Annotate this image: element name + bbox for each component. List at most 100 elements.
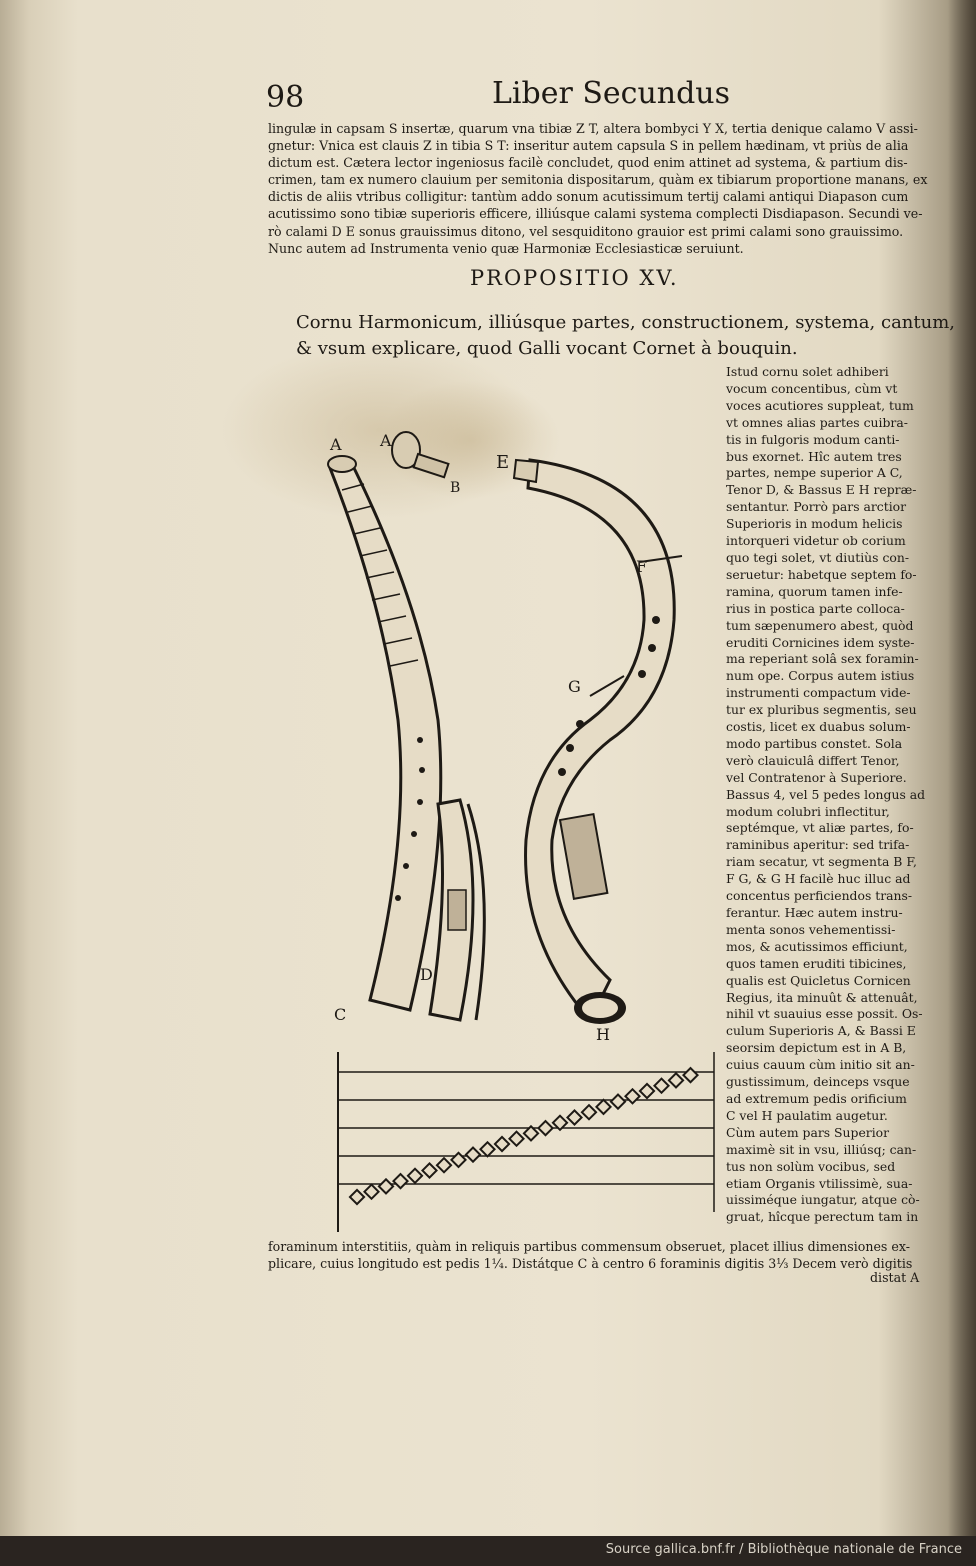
text-line: foraminum interstitiis, quàm in reliquis…	[268, 1239, 910, 1254]
cornett-bass	[524, 458, 676, 1023]
text-line: nihil vt suauius esse possit. Os-	[726, 1006, 923, 1022]
mouthpiece-ab	[391, 431, 421, 469]
label-g: G	[568, 677, 581, 696]
text-line: F G, & G H facilè huc illuc ad	[726, 871, 911, 887]
staff-note	[566, 1109, 583, 1126]
text-line: tum sæpenumero abest, quòd	[726, 617, 914, 633]
staff-note	[392, 1172, 409, 1190]
page-number: 98	[266, 80, 305, 115]
cornett-illustration: A C A B D E F G H	[327, 431, 683, 1040]
text-line: Tenor D, & Bassus E H repræ-	[726, 482, 917, 498]
text-line: modo partibus constet. Sola	[726, 735, 903, 751]
text-line: gustissimum, deinceps vsque	[726, 1074, 910, 1090]
text-line: Istud cornu solet adhiberi	[726, 364, 889, 379]
text-line: tis in fulgoris modum canti-	[726, 431, 900, 447]
staff-note	[522, 1124, 540, 1142]
top-paragraph: lingulæ in capsam S insertæ, quarum vna …	[268, 120, 928, 257]
text-line: ma reperiant solâ sex foramin-	[726, 651, 919, 667]
staff-note	[508, 1130, 525, 1148]
text-line: Bassus 4, vel 5 pedes longus ad	[726, 786, 926, 802]
text-line: seruetur: habetque septem fo-	[726, 566, 917, 582]
cornett-superior	[328, 458, 443, 1012]
bottom-text: foraminum interstitiis, quàm in reliquis…	[268, 1238, 924, 1272]
text-line: riam secatur, vt segmenta B F,	[726, 854, 917, 870]
text-line: gruat, hîcque perectum tam in	[726, 1209, 919, 1225]
text-line: & vsum explicare, quod Galli vocant Corn…	[296, 338, 798, 359]
text-line: tus non solùm vocibus, sed	[726, 1158, 896, 1174]
label-e: E	[496, 452, 509, 473]
text-line: bus exornet. Hîc autem tres	[726, 448, 902, 464]
text-line: voces acutiores suppleat, tum	[726, 397, 914, 413]
text-line: dictis de aliis vtribus colligitur: tant…	[268, 189, 909, 205]
staff-note	[580, 1103, 598, 1121]
running-head: Liber Secundus	[492, 76, 731, 111]
staff-note	[363, 1183, 380, 1201]
label-b-mouth: B	[450, 480, 460, 496]
text-line: verò clauiculâ differt Tenor,	[726, 752, 900, 768]
catchword: distat A	[870, 1270, 920, 1285]
text-line: septémque, vt aliæ partes, fo-	[726, 820, 914, 836]
text-line: Cornu Harmonicum, illiúsque partes, cons…	[296, 312, 956, 333]
staff-note	[464, 1146, 482, 1164]
label-d: D	[420, 965, 433, 984]
staff-note	[450, 1151, 467, 1169]
text-line: intorqueri videtur ob corium	[726, 533, 906, 549]
text-line: Regius, ita minuût & attenuât,	[726, 989, 918, 1005]
staff-note	[667, 1071, 685, 1089]
staff-note	[638, 1082, 656, 1100]
text-line: raminibus aperitur: sed trifa-	[726, 837, 910, 853]
staff-note	[348, 1188, 366, 1206]
page-gutter-shadow	[948, 0, 976, 1536]
staff-note	[537, 1119, 554, 1137]
text-line: vel Contratenor à Superiore.	[726, 769, 907, 785]
text-line: ad extremum pedis orificium	[726, 1090, 907, 1106]
staff-note	[435, 1156, 453, 1174]
staff-note	[653, 1077, 670, 1095]
water-stain	[220, 340, 540, 520]
staff-note	[377, 1177, 395, 1195]
staff-note	[624, 1087, 641, 1105]
text-line: eruditi Cornicines idem syste-	[726, 634, 915, 650]
text-line: lingulæ in capsam S insertæ, quarum vna …	[268, 121, 918, 136]
text-line: qualis est Quicletus Cornicen	[726, 972, 911, 988]
text-line: uissiméque iungatur, atque cò-	[726, 1192, 920, 1208]
text-line: ramina, quorum tamen infe-	[726, 583, 903, 599]
text-line: instrumenti compactum vide-	[726, 685, 911, 701]
label-f: F	[636, 557, 647, 576]
label-c: C	[334, 1005, 346, 1024]
label-a-left: A	[329, 435, 342, 454]
proposition-title: PROPOSITIO XV.	[470, 266, 679, 290]
text-line: partes, nempe superior A C,	[726, 465, 903, 481]
text-line: mos, & acutissimos efficiunt,	[726, 938, 908, 954]
staff-note	[609, 1093, 627, 1111]
text-line: dictum est. Cætera lector ingeniosus fac…	[268, 155, 908, 171]
text-line: culum Superioris A, & Bassi E	[726, 1023, 916, 1039]
text-line: num ope. Corpus autem istius	[726, 668, 915, 684]
text-line: Superioris in modum helicis	[726, 516, 903, 532]
text-line: etiam Organis vtilissimè, sua-	[726, 1175, 913, 1191]
staff-note	[595, 1098, 612, 1116]
source-footer: Source gallica.bnf.fr / Bibliothèque nat…	[0, 1536, 976, 1566]
text-line: C vel H paulatim augetur.	[726, 1107, 888, 1123]
text-line: maximè sit in vsu, illiúsq; can-	[726, 1141, 917, 1157]
text-line: tur ex pluribus segmentis, seu	[726, 702, 917, 718]
staff-note	[551, 1114, 569, 1132]
text-line: sentantur. Porrò pars arctior	[726, 499, 907, 515]
text-line: cuius cauum cùm initio sit an-	[726, 1057, 915, 1073]
label-a-mouth: A	[379, 431, 392, 450]
text-line: acutissimo sono tibiæ superioris efficer…	[268, 206, 923, 222]
text-line: gnetur: Vnica est clauis Z in tibia S T:…	[268, 138, 909, 154]
text-line: ferantur. Hæc autem instru-	[726, 905, 903, 920]
staff-note	[682, 1066, 699, 1084]
staff-note	[406, 1167, 424, 1185]
text-line: menta sonos vehementissi-	[726, 921, 896, 937]
text-line: crimen, tam ex numero clauium per semito…	[268, 172, 928, 188]
label-h: H	[596, 1025, 610, 1040]
staff-note	[421, 1162, 438, 1179]
text-line: seorsim depictum est in A B,	[726, 1040, 907, 1056]
text-line: vocum concentibus, cùm vt	[726, 380, 898, 396]
proposition-text: Cornu Harmonicum, illiúsque partes, cons…	[296, 310, 956, 362]
staff-note	[479, 1140, 496, 1158]
